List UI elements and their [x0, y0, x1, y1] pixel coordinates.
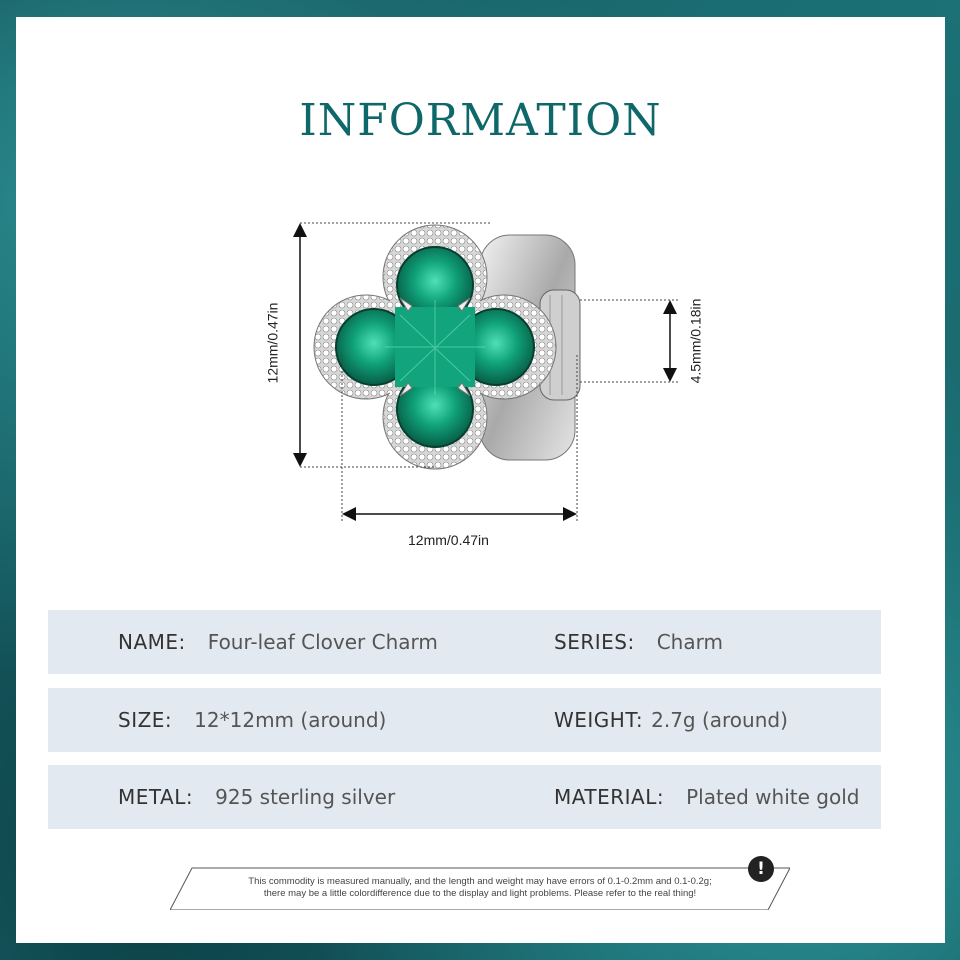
metal-label: METAL: — [118, 785, 194, 809]
metal-value: 925 sterling silver — [215, 785, 396, 809]
hole-label: 4.5mm/0.18in — [687, 298, 704, 384]
weight-value: 2.7g (around) — [651, 708, 788, 732]
weight-label: WEIGHT: — [554, 708, 644, 732]
material-label: MATERIAL: — [554, 785, 665, 809]
hole-dimension-line — [580, 299, 680, 383]
notice-line-1: This commodity is measured manually, and… — [248, 876, 712, 887]
exclamation-icon: ! — [748, 856, 774, 882]
size-value: 12*12mm (around) — [194, 708, 387, 732]
notice-line-2: there may be a little colordifference du… — [263, 888, 697, 899]
name-label: NAME: — [118, 630, 186, 654]
series-label: SERIES: — [554, 630, 635, 654]
material-value: Plated white gold — [686, 785, 860, 809]
series-value: Charm — [656, 630, 723, 654]
emerald-clover-gem — [335, 246, 535, 448]
name-value: Four-leaf Clover Charm — [207, 630, 438, 654]
charm-illustration — [293, 222, 680, 521]
product-dimension-diagram: 12mm/0.47in 12mm/0.47in 4.5mm/0.18in — [250, 205, 720, 565]
spec-row-size: SIZE: 12*12mm (around) WEIGHT: 2.7g (aro… — [48, 688, 881, 752]
spec-row-name: NAME: Four-leaf Clover Charm SERIES: Cha… — [48, 610, 881, 674]
width-label: 12mm/0.47in — [408, 532, 489, 548]
height-dimension-line — [293, 222, 490, 468]
disclaimer-notice: This commodity is measured manually, and… — [169, 850, 791, 911]
size-label: SIZE: — [118, 708, 173, 732]
width-dimension-line — [341, 355, 578, 521]
spec-row-metal: METAL: 925 sterling silver MATERIAL: Pla… — [48, 765, 881, 829]
page-title: INFORMATION — [299, 95, 662, 146]
height-label: 12mm/0.47in — [264, 302, 281, 384]
